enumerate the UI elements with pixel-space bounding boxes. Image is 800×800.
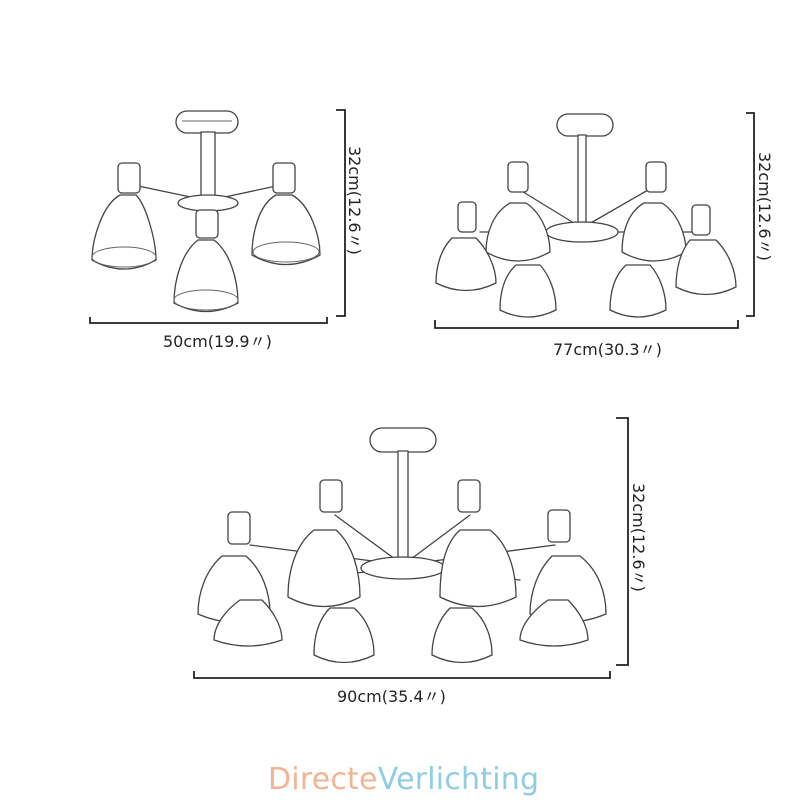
height-dimension-line	[616, 417, 629, 666]
height-label: 32cm(12.6〃)	[629, 483, 648, 592]
width-dimension-line	[193, 671, 611, 679]
center-rod	[200, 131, 216, 203]
lamp-holder	[457, 201, 477, 233]
lamp-holder	[457, 479, 481, 513]
height-dimension-line	[336, 109, 346, 317]
lamp-holder	[227, 511, 251, 545]
lamp-shade	[499, 264, 557, 318]
center-hub	[177, 194, 239, 212]
chandelier-8-arm	[197, 427, 607, 664]
lamp-holder	[645, 161, 667, 193]
lamp-shade	[675, 239, 737, 296]
lamp-holder	[691, 204, 711, 236]
width-label: 77cm(30.3〃)	[553, 340, 662, 359]
center-hub	[360, 556, 446, 580]
lamp-shade	[213, 599, 283, 647]
width-dimension-line	[434, 320, 739, 329]
brand-name-part2: Verlichting	[377, 762, 540, 797]
center-hub	[545, 221, 619, 243]
ceiling-canopy	[556, 113, 614, 137]
lamp-holder	[195, 209, 219, 239]
lamp-shade	[313, 607, 375, 664]
lamp-holder	[272, 162, 296, 194]
lamp-holder	[319, 479, 343, 513]
lamp-shade	[431, 607, 493, 664]
width-label: 90cm(35.4〃)	[337, 687, 446, 706]
lamp-shade	[519, 599, 589, 647]
lamp-shade	[621, 202, 687, 262]
brand-name-part1: Directe	[268, 762, 378, 797]
chandelier-6-arm	[435, 113, 737, 318]
lamp-holder	[547, 509, 571, 543]
lamp-shade	[609, 264, 667, 318]
center-rod	[577, 134, 587, 226]
lamp-holder	[117, 162, 141, 194]
lamp-holder	[507, 161, 529, 193]
height-label: 32cm(12.6〃)	[755, 152, 774, 261]
lamp-shade	[485, 202, 551, 262]
chandelier-3-arm	[91, 110, 321, 313]
lamp-shade	[439, 529, 517, 608]
brand-logo: DirecteVerlichting	[268, 762, 539, 797]
lamp-shade	[91, 194, 157, 270]
lamp-shade	[435, 237, 497, 292]
width-label: 50cm(19.9〃)	[163, 332, 272, 351]
lamp-shade	[173, 239, 239, 313]
height-dimension-line	[746, 112, 755, 317]
lamp-shade	[287, 529, 361, 608]
height-label: 32cm(12.6〃)	[345, 146, 364, 255]
ceiling-canopy	[175, 110, 239, 134]
lamp-shade	[251, 194, 321, 266]
ceiling-canopy	[369, 427, 437, 453]
center-rod	[397, 450, 409, 562]
width-dimension-line	[89, 317, 328, 324]
